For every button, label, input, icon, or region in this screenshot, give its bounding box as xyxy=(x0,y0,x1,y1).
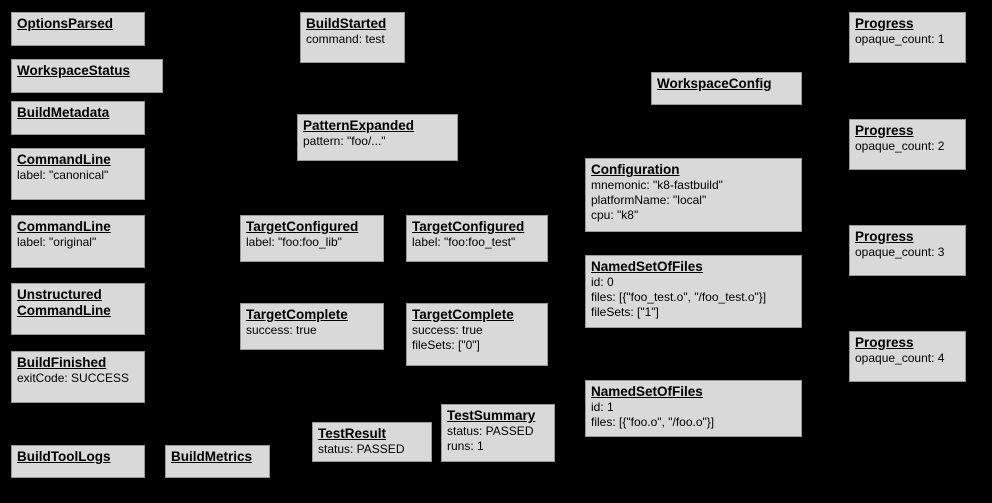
node-workspace-config[interactable]: WorkspaceConfig xyxy=(651,72,802,105)
node-field: success: true xyxy=(412,323,483,337)
node-field: mnemonic: "k8-fastbuild" xyxy=(591,178,723,192)
node-fields: success: true xyxy=(246,323,378,338)
node-title: Progress xyxy=(855,229,914,244)
node-title: BuildFinished xyxy=(17,355,107,370)
node-field: opaque_count: 1 xyxy=(855,32,945,46)
node-title: TargetConfigured xyxy=(412,219,525,234)
node-fields: label: "original" xyxy=(17,235,139,250)
node-fields: pattern: "foo/..." xyxy=(303,134,452,149)
node-title: TargetConfigured xyxy=(246,219,359,234)
node-field: fileSets: ["0"] xyxy=(412,338,480,352)
node-workspace-status[interactable]: WorkspaceStatus xyxy=(11,59,163,93)
node-field: command: test xyxy=(306,32,385,46)
node-field: label: "original" xyxy=(17,235,97,249)
node-field: files: [{"foo_test.o", "/foo_test.o"}] xyxy=(591,290,767,304)
node-field: pattern: "foo/..." xyxy=(303,134,386,148)
node-fields: opaque_count: 1 xyxy=(855,32,960,47)
node-title: Progress xyxy=(855,16,914,31)
node-title: BuildToolLogs xyxy=(17,449,111,464)
node-field: runs: 1 xyxy=(447,439,484,453)
node-field: exitCode: SUCCESS xyxy=(17,371,130,385)
node-title: BuildStarted xyxy=(306,16,387,31)
node-field: platformName: "local" xyxy=(591,193,707,207)
node-fields: mnemonic: "k8-fastbuild"platformName: "l… xyxy=(591,178,796,223)
node-title: NamedSetOfFiles xyxy=(591,384,703,399)
node-title: PatternExpanded xyxy=(303,118,415,133)
node-field: status: PASSED xyxy=(447,424,534,438)
node-field: opaque_count: 4 xyxy=(855,351,945,365)
node-options-parsed[interactable]: OptionsParsed xyxy=(11,12,145,46)
node-fields: opaque_count: 3 xyxy=(855,245,960,260)
node-title: Progress xyxy=(855,123,914,138)
node-field: cpu: "k8" xyxy=(591,208,639,222)
node-field: id: 1 xyxy=(591,400,614,414)
node-build-metrics[interactable]: BuildMetrics xyxy=(165,445,270,478)
node-field: opaque_count: 2 xyxy=(855,139,945,153)
node-field: opaque_count: 3 xyxy=(855,245,945,259)
node-title: OptionsParsed xyxy=(17,16,114,31)
node-field: files: [{"foo.o", "/foo.o"}] xyxy=(591,415,715,429)
node-field: fileSets: ["1"] xyxy=(591,305,659,319)
node-fields: status: PASSED xyxy=(318,442,426,457)
node-title: TargetComplete xyxy=(246,307,348,322)
node-build-metadata[interactable]: BuildMetadata xyxy=(11,101,145,135)
node-fields: label: "foo:foo_lib" xyxy=(246,235,378,250)
node-title: NamedSetOfFiles xyxy=(591,259,703,274)
node-build-tool-logs[interactable]: BuildToolLogs xyxy=(11,445,145,478)
node-field: id: 0 xyxy=(591,275,614,289)
node-title: BuildMetadata xyxy=(17,105,110,120)
node-title: CommandLine xyxy=(17,219,111,234)
node-field: label: "canonical" xyxy=(17,168,109,182)
node-title: Unstructured xyxy=(17,287,102,302)
node-fields: exitCode: SUCCESS xyxy=(17,371,139,386)
node-title: TestSummary xyxy=(447,408,536,423)
node-title: TestResult xyxy=(318,426,387,441)
node-field: label: "foo:foo_test" xyxy=(412,235,516,249)
node-field: success: true xyxy=(246,323,317,337)
node-title: WorkspaceStatus xyxy=(17,63,131,78)
node-fields: label: "canonical" xyxy=(17,168,139,183)
node-fields: opaque_count: 4 xyxy=(855,351,960,366)
node-title: TargetComplete xyxy=(412,307,514,322)
node-title: CommandLine xyxy=(17,152,111,167)
node-fields: command: test xyxy=(306,32,399,47)
node-field: status: PASSED xyxy=(318,442,405,456)
node-title: CommandLine xyxy=(17,303,111,318)
node-title: Configuration xyxy=(591,162,680,177)
node-fields: opaque_count: 2 xyxy=(855,139,960,154)
node-fields: label: "foo:foo_test" xyxy=(412,235,542,250)
node-title: Progress xyxy=(855,335,914,350)
node-title: WorkspaceConfig xyxy=(657,76,772,91)
node-field: label: "foo:foo_lib" xyxy=(246,235,342,249)
node-title: BuildMetrics xyxy=(171,449,253,464)
